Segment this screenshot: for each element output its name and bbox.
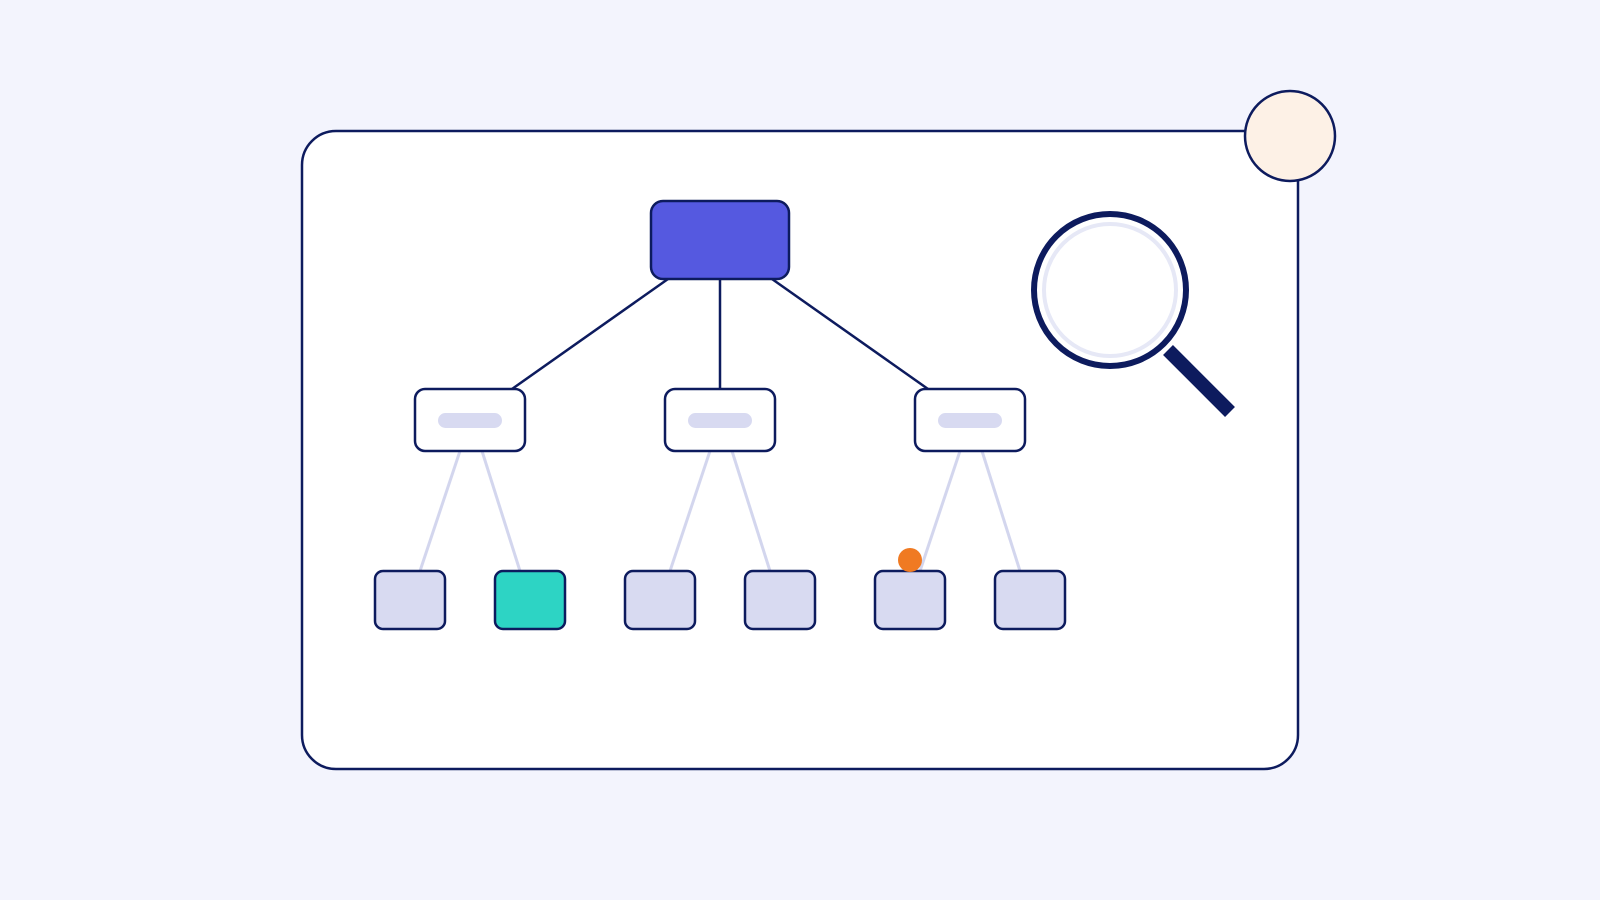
edge-branch-1-to-leaf-2 bbox=[480, 450, 522, 572]
branch-label-placeholder bbox=[438, 413, 502, 428]
edge-branch-3-to-leaf-5 bbox=[918, 450, 962, 572]
leaf-node bbox=[493, 569, 567, 631]
tree-nodes bbox=[373, 199, 1067, 631]
branch-label-placeholder bbox=[938, 413, 1002, 428]
edge-branch-1-to-leaf-1 bbox=[418, 450, 462, 572]
root-node bbox=[649, 199, 791, 281]
edge-branch-2-to-leaf-4 bbox=[730, 450, 772, 572]
leaf-node bbox=[623, 569, 697, 631]
leaf-node bbox=[993, 569, 1067, 631]
edge-branch-2-to-leaf-3 bbox=[668, 450, 712, 572]
edge-branch-3-to-leaf-6 bbox=[980, 450, 1022, 572]
magnifier-icon bbox=[1031, 211, 1235, 417]
edge-root-to-branch-1 bbox=[511, 277, 669, 391]
edge-root-to-branch-3 bbox=[771, 277, 929, 391]
marker-dot bbox=[898, 548, 922, 572]
branch-label-placeholder bbox=[688, 413, 752, 428]
tree-edges bbox=[418, 277, 1022, 572]
leaf-node bbox=[873, 569, 947, 631]
leaf-node bbox=[743, 569, 817, 631]
leaf-node bbox=[373, 569, 447, 631]
corner-badge-icon bbox=[1243, 89, 1337, 183]
